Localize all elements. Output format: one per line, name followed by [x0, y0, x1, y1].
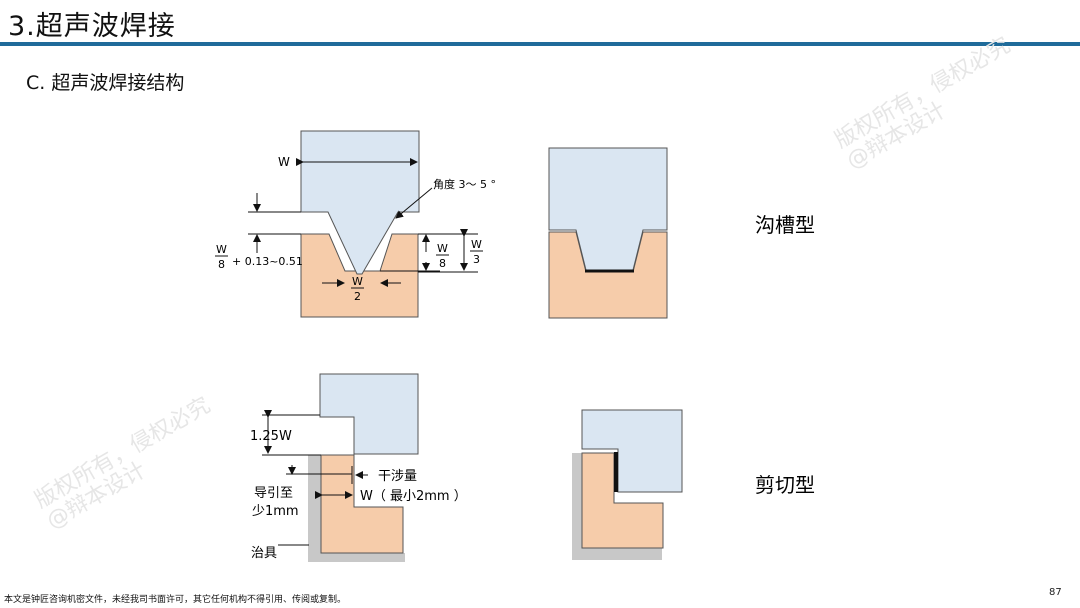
page-title: 3.超声波焊接 [8, 11, 176, 42]
w2-num: W [352, 275, 363, 288]
groove-dimensioned-diagram: W 角度 3～ 5 ° W 8 + 0.13~0.51 W 8 W 3 W 2 [215, 130, 496, 318]
w-label: W [278, 155, 290, 169]
fixture-assembled [572, 453, 662, 560]
w3-num: W [471, 238, 482, 251]
w2-den: 2 [354, 290, 361, 303]
groove-lower-part [300, 233, 419, 318]
lead-label-2: 少1mm [252, 504, 299, 519]
groove-upper-part [300, 130, 420, 275]
angle-label: 角度 3～ 5 ° [433, 177, 496, 191]
fixture-label: 治具 [251, 546, 277, 561]
lead-label-1: 导引至 [254, 486, 293, 501]
title-rule [0, 42, 1080, 46]
depth-suffix: + 0.13~0.51 [232, 255, 303, 268]
angle-leader [395, 187, 433, 219]
width-label: W（ 最小2mm ） [360, 489, 467, 504]
w3-den: 3 [473, 253, 480, 266]
height-label: 1.25W [250, 429, 292, 444]
depth-frac-num: W [216, 243, 227, 256]
shear-upper-part [319, 373, 419, 455]
depth-frac-den: 8 [218, 258, 225, 271]
confidential-notice: 本文是钟匠咨询机密文件，未经我司书面许可，其它任何机构不得引用、传阅或复制。 [4, 595, 347, 605]
section-subtitle: C. 超声波焊接结构 [26, 72, 185, 94]
shear-dimensioned-diagram: 1.25W 干涉量 导引至 少1mm W（ 最小2mm ） 治具 [250, 373, 467, 562]
interference-label: 干涉量 [378, 469, 417, 484]
groove-assembled-diagram [548, 147, 668, 319]
fixture [308, 455, 405, 562]
groove-type-label: 沟槽型 [755, 213, 815, 237]
shear-type-label: 剪切型 [755, 473, 815, 497]
shear-lower-part [320, 454, 404, 554]
shear-assembled-diagram [572, 409, 683, 560]
w8-num: W [437, 242, 448, 255]
page-number: 87 [1049, 587, 1062, 598]
w8-den: 8 [439, 257, 446, 270]
